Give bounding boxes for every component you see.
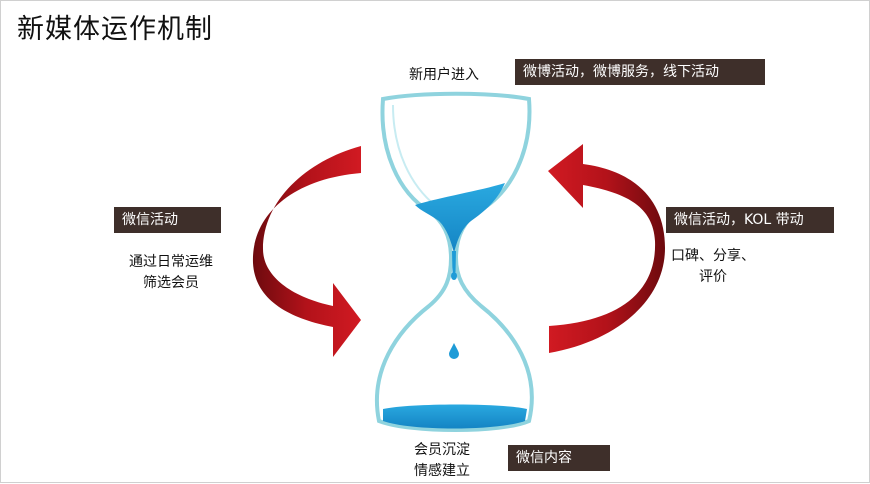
water-drop-upper	[451, 272, 457, 280]
left-cycle-arrow	[252, 146, 361, 357]
right-text-line-2: 评价	[699, 269, 727, 285]
right-text-line-1: 口碑、分享、	[671, 248, 755, 264]
hourglass-highlight	[392, 104, 437, 207]
left-text-line-2: 筛选会员	[143, 275, 199, 291]
bottom-water	[383, 404, 527, 429]
bottom-text-line-2: 情感建立	[414, 463, 470, 479]
right-cycle-arrow	[548, 144, 665, 353]
bottom-text-line-1: 会员沉淀	[414, 442, 470, 458]
slide-title: 新媒体运作机制	[17, 14, 213, 45]
left-text-line-1: 通过日常运维	[129, 254, 213, 270]
left-tag: 微信活动	[114, 207, 221, 233]
water-stream	[452, 251, 456, 273]
top-label: 新用户进入	[409, 67, 479, 83]
bottom-tag: 微信内容	[508, 445, 610, 471]
right-tag: 微信活动，KOL 带动	[666, 207, 834, 233]
top-water	[415, 183, 505, 253]
top-tag: 微博活动，微博服务，线下活动	[515, 59, 765, 85]
water-drop-lower	[449, 343, 459, 359]
